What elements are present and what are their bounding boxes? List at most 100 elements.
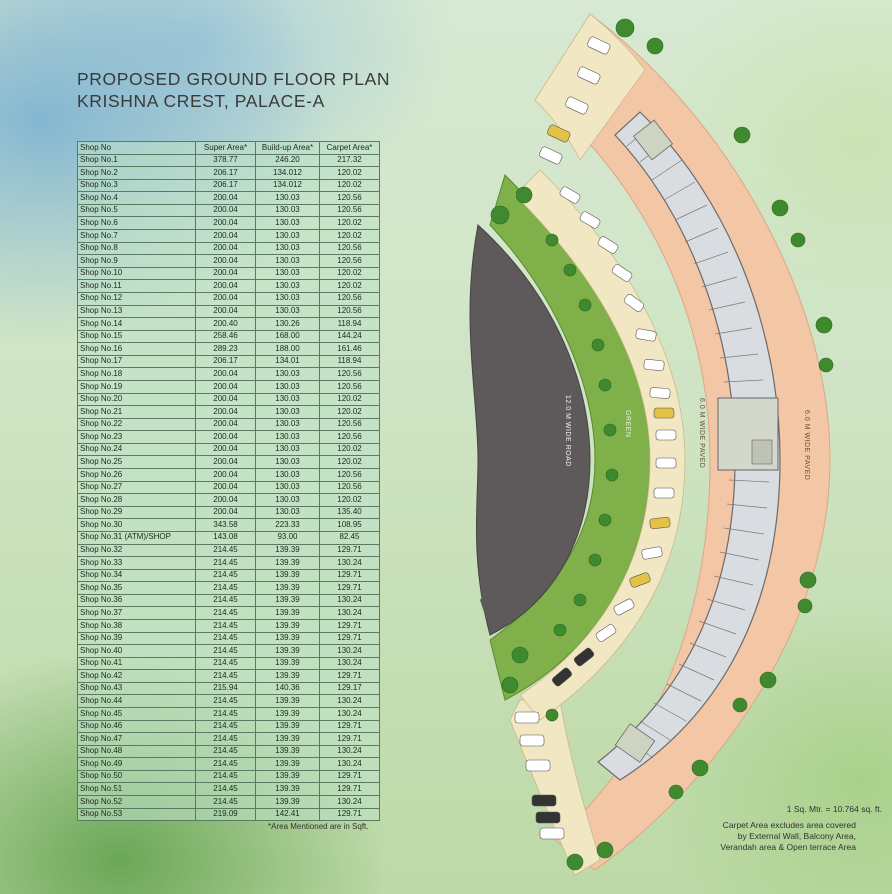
carpet-note-line-3: Verandah area & Open terrace Area [720,842,856,852]
cell-shop-no: Shop No.9 [77,254,196,268]
cell-buildup-area: 168.00 [255,329,320,344]
cell-super-area: 378.77 [195,153,256,168]
cell-carpet-area: 120.56 [319,241,380,256]
cell-shop-no: Shop No.33 [77,556,196,570]
cell-shop-no: Shop No.34 [77,568,196,583]
cell-buildup-area: 139.39 [255,568,320,583]
cell-super-area: 214.45 [195,631,256,646]
cell-super-area: 258.46 [195,329,256,344]
cell-shop-no: Shop No.48 [77,744,196,759]
cell-shop-no: Shop No.32 [77,543,196,558]
cell-super-area: 214.45 [195,606,256,620]
cell-buildup-area: 130.26 [255,317,320,331]
outer-paved-label: 6.0 M WIDE PAVED [803,410,810,480]
cell-buildup-area: 139.39 [255,707,320,721]
cell-buildup-area: 139.39 [255,782,320,797]
cell-buildup-area: 130.03 [255,417,320,432]
cell-shop-no: Shop No.53 [77,807,196,822]
cell-super-area: 214.45 [195,581,256,595]
cell-carpet-area: 120.02 [319,405,380,419]
cell-shop-no: Shop No.44 [77,694,196,708]
cell-buildup-area: 130.03 [255,442,320,457]
cell-carpet-area: 120.02 [319,266,380,281]
cell-buildup-area: 188.00 [255,342,320,356]
cell-carpet-area: 120.02 [319,455,380,470]
cell-super-area: 200.04 [195,405,256,419]
cell-carpet-area: 129.71 [319,618,380,633]
cell-buildup-area: 142.41 [255,807,320,822]
cell-super-area: 214.45 [195,543,256,558]
cell-buildup-area: 139.39 [255,543,320,558]
cell-carpet-area: 129.17 [319,681,380,696]
cell-carpet-area: 129.71 [319,581,380,595]
cell-super-area: 200.04 [195,455,256,470]
cell-super-area: 214.45 [195,732,256,746]
cell-super-area: 214.45 [195,568,256,583]
cell-shop-no: Shop No.47 [77,732,196,746]
cell-carpet-area: 129.71 [319,631,380,646]
cell-shop-no: Shop No.51 [77,782,196,797]
cell-super-area: 214.45 [195,744,256,759]
cell-shop-no: Shop No.23 [77,430,196,444]
road-label: 12.0 M WIDE ROAD [564,395,571,467]
cell-shop-no: Shop No.35 [77,581,196,595]
cell-super-area: 200.04 [195,266,256,281]
cell-buildup-area: 139.39 [255,644,320,658]
cell-shop-no: Shop No.50 [77,769,196,784]
header-shop-no: Shop No [77,141,196,155]
cell-carpet-area: 135.40 [319,505,380,520]
cell-buildup-area: 139.39 [255,757,320,771]
cell-shop-no: Shop No.11 [77,279,196,293]
cell-super-area: 219.09 [195,807,256,822]
cell-carpet-area: 120.56 [319,480,380,495]
cell-shop-no: Shop No.19 [77,380,196,394]
cell-carpet-area: 161.46 [319,342,380,356]
cell-super-area: 214.45 [195,707,256,721]
bottom-stair-core [614,723,656,763]
cell-shop-no: Shop No.40 [77,644,196,658]
header-buildup-area: Build-up Area* [255,141,320,155]
cell-carpet-area: 120.02 [319,229,380,243]
cell-shop-no: Shop No.21 [77,405,196,419]
cell-buildup-area: 130.03 [255,493,320,507]
cell-super-area: 200.04 [195,493,256,507]
cell-super-area: 200.04 [195,279,256,293]
cell-carpet-area: 120.02 [319,279,380,293]
cell-buildup-area: 130.03 [255,405,320,419]
cell-super-area: 200.04 [195,367,256,381]
cell-buildup-area: 139.39 [255,606,320,620]
cell-shop-no: Shop No.46 [77,719,196,734]
cell-super-area: 343.58 [195,518,256,532]
cell-shop-no: Shop No.25 [77,455,196,470]
cell-buildup-area: 139.39 [255,593,320,608]
cell-buildup-area: 130.03 [255,367,320,381]
cell-carpet-area: 129.71 [319,543,380,558]
cell-carpet-area: 120.56 [319,191,380,205]
cell-carpet-area: 129.71 [319,719,380,734]
cell-buildup-area: 139.39 [255,795,320,809]
cell-super-area: 215.94 [195,681,256,696]
cell-carpet-area: 120.56 [319,291,380,306]
cell-super-area: 214.45 [195,719,256,734]
staircase [751,439,773,465]
carpet-note-line-1: Carpet Area excludes area covered [722,820,856,830]
cell-carpet-area: 120.56 [319,468,380,482]
cell-carpet-area: 130.24 [319,757,380,771]
cell-buildup-area: 130.03 [255,254,320,268]
cell-buildup-area: 139.39 [255,631,320,646]
